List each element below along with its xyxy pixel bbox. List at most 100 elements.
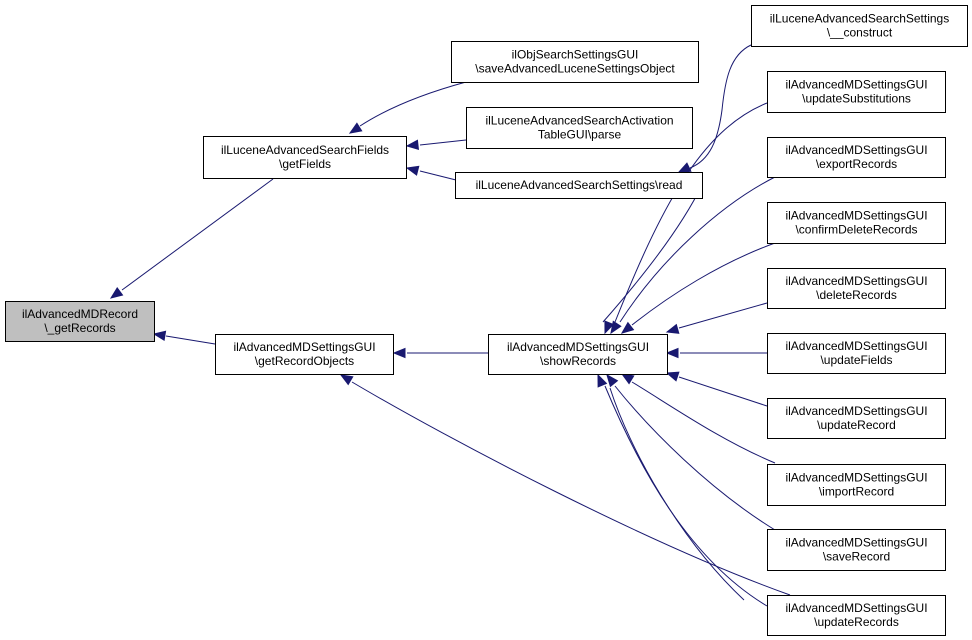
node-box <box>767 529 946 571</box>
arrowhead <box>405 139 419 150</box>
node-label-line: \updateFields <box>820 353 892 367</box>
node-label-line: \exportRecords <box>816 157 897 171</box>
node-label-line: ilLuceneAdvancedSearchSettings\read <box>476 178 683 192</box>
edge-getFields-to-root <box>109 178 274 299</box>
node-showRecords[interactable]: ilAdvancedMDSettingsGUI\showRecords <box>488 334 668 375</box>
node-label-line: ilObjSearchSettingsGUI <box>512 48 639 62</box>
node-box <box>203 136 407 179</box>
edge-confirmDel-to-showRecords <box>620 242 776 334</box>
node-construct[interactable]: ilLuceneAdvancedSearchSettings\__constru… <box>751 5 968 47</box>
node-label-line: \updateSubstitutions <box>802 92 911 106</box>
node-box <box>455 172 703 199</box>
node-label-line: ilAdvancedMDSettingsGUI <box>507 340 649 354</box>
node-label-line: \updateRecord <box>817 418 896 432</box>
arrowhead <box>665 323 680 334</box>
node-label-line: \saveRecord <box>823 550 890 564</box>
node-label-line: ilAdvancedMDSettingsGUI <box>785 601 927 615</box>
node-label-line: ilAdvancedMDSettingsGUI <box>785 339 927 353</box>
node-box <box>5 301 155 342</box>
node-box <box>215 334 394 375</box>
node-label-line: TableGUI\parse <box>538 128 622 142</box>
node-importRec[interactable]: ilAdvancedMDSettingsGUI\importRecord <box>767 464 946 506</box>
edge-saveRec-to-showRecords <box>606 373 776 531</box>
edge-actParse-to-getFields <box>405 139 467 150</box>
edge-showRecords-to-getRecordObjects <box>392 347 488 359</box>
arrowhead <box>606 373 619 388</box>
arrowhead <box>152 330 167 342</box>
node-label-line: ilLuceneAdvancedSearchFields <box>221 143 389 157</box>
node-updFields[interactable]: ilAdvancedMDSettingsGUI\updateFields <box>767 333 946 374</box>
node-settingsRead[interactable]: ilLuceneAdvancedSearchSettings\read <box>455 172 703 199</box>
node-box <box>767 595 946 636</box>
node-actParse[interactable]: ilLuceneAdvancedSearchActivationTableGUI… <box>466 107 693 149</box>
edge-layer <box>109 44 791 607</box>
node-getRecordObjects[interactable]: ilAdvancedMDSettingsGUI\getRecordObjects <box>215 334 394 375</box>
node-box <box>767 202 946 244</box>
arrowhead <box>348 122 363 134</box>
node-label-line: ilAdvancedMDSettingsGUI <box>785 209 927 223</box>
edge-settingsRead-to-getFields <box>405 165 457 181</box>
arrowhead <box>604 320 615 335</box>
arrowhead <box>665 371 680 382</box>
node-box <box>466 107 693 149</box>
arrowhead <box>620 321 635 334</box>
node-label-line: \getRecordObjects <box>255 354 354 368</box>
node-updSubst[interactable]: ilAdvancedMDSettingsGUI\updateSubstituti… <box>767 71 946 113</box>
arrowhead <box>677 162 692 173</box>
node-saveRec[interactable]: ilAdvancedMDSettingsGUI\saveRecord <box>767 529 946 571</box>
node-box <box>451 41 699 83</box>
node-label-line: \deleteRecords <box>816 288 897 302</box>
edge-saveAdv-to-getFields <box>348 81 467 134</box>
node-box <box>767 464 946 506</box>
node-label-line: ilAdvancedMDSettingsGUI <box>785 143 927 157</box>
node-box <box>767 71 946 113</box>
node-label-line: ilAdvancedMDSettingsGUI <box>785 404 927 418</box>
node-box <box>767 268 946 309</box>
arrowhead <box>597 373 608 388</box>
node-layer: ilAdvancedMDRecord\_getRecords ilLuceneAd… <box>5 5 968 636</box>
edge-updRecords-to-getRecordObjects <box>339 374 791 596</box>
node-label-line: ilAdvancedMDSettingsGUI <box>785 78 927 92</box>
node-updRecords[interactable]: ilAdvancedMDSettingsGUI\updateRecords <box>767 595 946 636</box>
node-box <box>751 5 968 47</box>
node-label-line: \updateRecords <box>814 615 899 629</box>
node-box <box>767 137 946 178</box>
edge-getRecordObjects-to-root <box>152 330 216 345</box>
node-label-line: ilAdvancedMDSettingsGUI <box>785 536 927 550</box>
arrowhead <box>610 320 622 335</box>
node-root[interactable]: ilAdvancedMDRecord\_getRecords <box>5 301 155 342</box>
node-label-line: ilLuceneAdvancedSearchActivation <box>485 114 673 128</box>
node-label-line: ilAdvancedMDSettingsGUI <box>785 274 927 288</box>
edge-construct-to-settingsRead <box>677 44 752 173</box>
node-label-line: \saveAdvancedLuceneSettingsObject <box>475 62 675 76</box>
node-label-line: ilLuceneAdvancedSearchSettings <box>770 12 949 26</box>
edge-exportRec-to-showRecords <box>610 176 776 335</box>
node-label-line: \showRecords <box>540 354 616 368</box>
node-confirmDel[interactable]: ilAdvancedMDSettingsGUI\confirmDeleteRec… <box>767 202 946 244</box>
node-label-line: ilAdvancedMDRecord <box>22 307 138 321</box>
node-box <box>488 334 668 375</box>
node-updRecord[interactable]: ilAdvancedMDSettingsGUI\updateRecord <box>767 398 946 439</box>
edge-updRecord-to-showRecords <box>665 371 768 407</box>
arrowhead <box>109 286 124 299</box>
node-label-line: ilAdvancedMDSettingsGUI <box>785 471 927 485</box>
node-getFields[interactable]: ilLuceneAdvancedSearchFields\getFields <box>203 136 407 179</box>
edge-importRec-to-showRecords <box>620 373 776 464</box>
node-label-line: ilAdvancedMDSettingsGUI <box>233 340 375 354</box>
edge-parallel-stroke-1 <box>609 387 745 601</box>
edge-deleteRec-to-showRecords <box>665 302 768 334</box>
arrowhead <box>405 165 420 176</box>
node-label-line: \_getRecords <box>44 321 115 335</box>
arrowhead <box>665 347 679 359</box>
node-box <box>767 333 946 374</box>
node-label-line: \__construct <box>827 26 893 40</box>
node-box <box>767 398 946 439</box>
arrowhead <box>392 347 406 359</box>
node-label-line: \importRecord <box>819 485 894 499</box>
arrowhead <box>339 374 354 386</box>
node-deleteRec[interactable]: ilAdvancedMDSettingsGUI\deleteRecords <box>767 268 946 309</box>
node-saveAdv[interactable]: ilObjSearchSettingsGUI\saveAdvancedLucen… <box>451 41 699 83</box>
edge-updFields-to-showRecords <box>665 347 767 359</box>
node-exportRec[interactable]: ilAdvancedMDSettingsGUI\exportRecords <box>767 137 946 178</box>
